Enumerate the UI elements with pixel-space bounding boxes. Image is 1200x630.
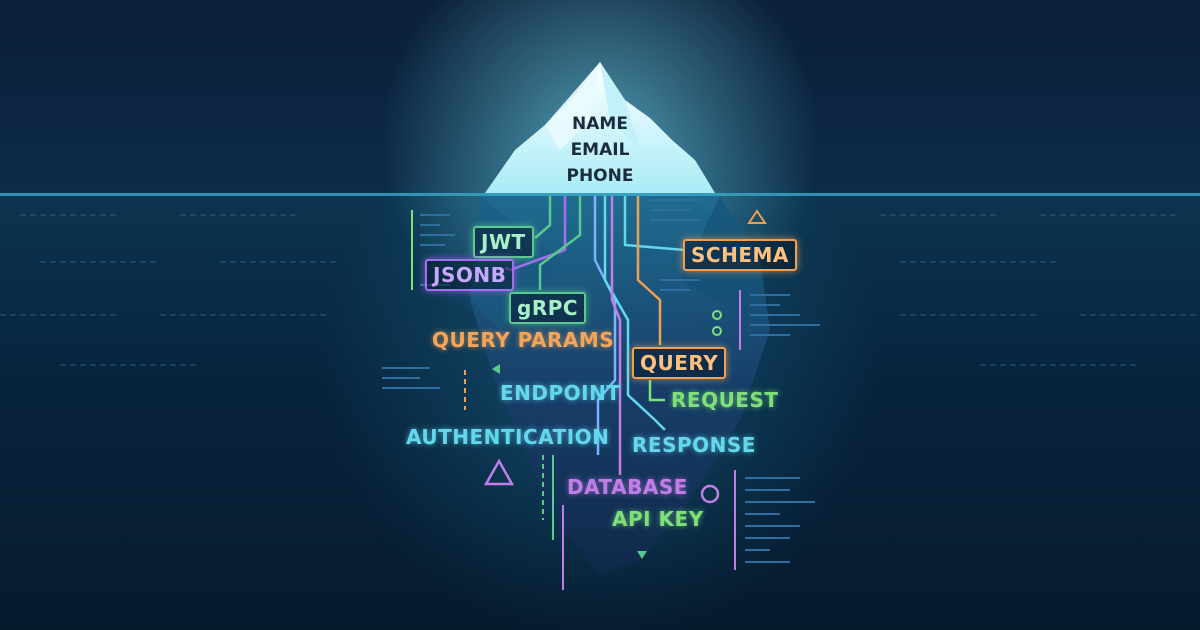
water-surface (0, 193, 1200, 196)
label-query-params: QUERY PARAMS (432, 328, 615, 352)
code-glyph-right (650, 199, 820, 570)
iceberg-tip (485, 62, 715, 193)
circuit-lines (504, 196, 686, 475)
circle-outline-icon (712, 310, 722, 320)
label-schema: SCHEMA (683, 239, 797, 271)
iceberg-tip-facet (545, 62, 600, 150)
tip-label-phone: PHONE (566, 166, 634, 186)
label-api-key: API KEY (612, 507, 704, 531)
code-glyph-left (382, 210, 564, 590)
label-jsonb: JSONB (425, 259, 515, 291)
label-query: QUERY (632, 347, 727, 379)
background-data-lines (0, 214, 1200, 366)
label-endpoint: ENDPOINT (500, 381, 621, 405)
label-database: DATABASE (567, 475, 688, 499)
label-response: RESPONSE (632, 433, 756, 457)
arrow-down-icon (637, 551, 647, 559)
label-grpc: gRPC (509, 292, 587, 324)
label-request: REQUEST (671, 388, 779, 412)
iceberg-tip-facet (600, 62, 640, 150)
triangle-outline-icon (747, 209, 767, 224)
tip-label-email: EMAIL (570, 140, 630, 160)
tip-label-name: NAME (572, 114, 628, 134)
arrow-left-icon (492, 364, 500, 374)
circle-outline-icon (712, 326, 722, 336)
circle-outline-icon (700, 484, 720, 504)
label-jwt: JWT (473, 226, 534, 258)
label-authentication: AUTHENTICATION (406, 425, 610, 449)
triangle-outline-icon (483, 458, 515, 486)
